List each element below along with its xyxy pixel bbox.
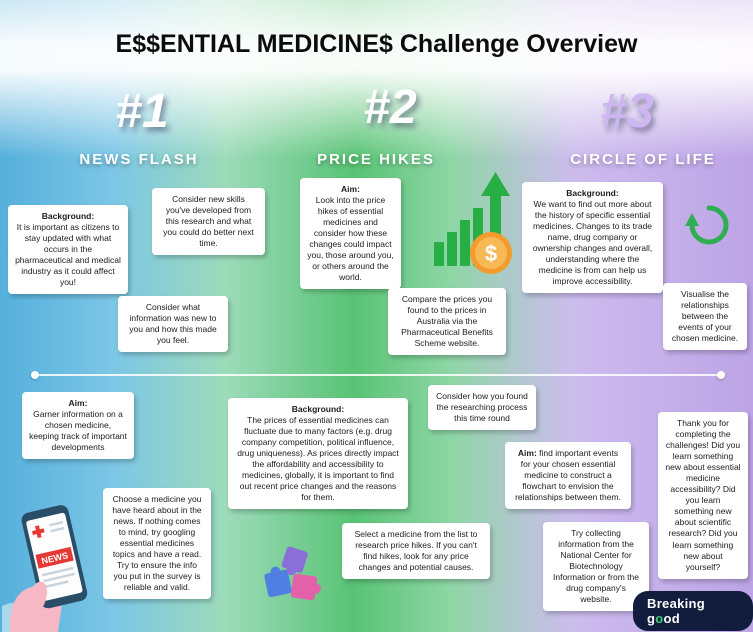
card-prices-select-text: Select a medicine from the list to resea… [354,529,478,573]
logo-accent-o: o [655,611,664,626]
card-circle-collect: Try collecting information from the Nati… [543,522,649,612]
card-prices-background-label: Background: [291,404,345,414]
card-circle-aim: Aim: find important events for your chos… [505,442,631,510]
puzzle-icon [264,546,321,601]
card-news-reflect-text: Consider what information was new to you… [129,302,217,346]
challenge-2-number: #2 [363,81,417,134]
card-prices-aim: Aim:Look into the price hikes of essenti… [300,178,401,290]
card-prices-aim-text: Look into the price hikes of essential m… [307,195,394,283]
card-circle-aim-label: Aim: [517,448,537,458]
logo-text-part2: od [663,611,680,626]
cycle-arrows-icon [685,205,729,245]
card-news-background-label: Background: [41,211,95,221]
card-news-skills: Consider new skills you've developed fro… [152,188,265,256]
card-circle-consider-text: Consider how you found the researching p… [436,391,528,424]
challenge-1-heading: NEWS FLASH [79,151,199,168]
card-circle-thanks: Thank you for completing the challenges!… [658,412,748,579]
challenge-1-number: #1 [115,85,169,138]
card-prices-background-text: The prices of essential medicines can fl… [237,415,399,503]
price-chart-icon: $ [434,172,512,274]
page-title: E$$ENTIAL MEDICINE$ Challenge Overview [115,30,638,58]
breaking-good-logo: Breaking good [633,591,753,631]
card-news-background-text: It is important as citizens to stay upda… [15,222,121,288]
card-circle-background-label: Background: [566,188,619,198]
card-circle-consider: Consider how you found the researching p… [428,385,536,431]
card-circle-visualise: Visualise the relationships between the … [663,283,747,351]
card-prices-background: Background:The prices of essential medic… [228,398,408,510]
coin-dollar-label: $ [485,241,497,266]
card-circle-thanks-text: Thank you for completing the challenges!… [665,418,741,572]
card-news-aim-text: Garner information on a chosen medicine,… [29,409,127,453]
card-prices-compare: Compare the prices you found to the pric… [388,288,506,356]
card-circle-visualise-text: Visualise the relationships between the … [671,289,739,344]
timeline-dot-right [717,371,725,379]
challenge-3-heading: CIRCLE OF LIFE [570,151,716,168]
timeline-line [34,374,722,376]
card-circle-collect-text: Try collecting information from the Nati… [553,528,639,605]
card-prices-aim-label: Aim: [341,184,360,194]
logo-text-part1: Breaking g [647,596,706,626]
card-news-skills-text: Consider new skills you've developed fro… [163,194,254,249]
card-circle-background-text: We want to find out more about the histo… [532,199,653,287]
challenge-3-number: #3 [600,85,654,138]
card-circle-aim-text: find important events for your chosen es… [515,448,621,503]
card-prices-select: Select a medicine from the list to resea… [342,523,490,580]
card-news-background: Background:It is important as citizens t… [8,205,128,295]
card-circle-background: Background:We want to find out more abou… [522,182,663,294]
card-news-aim: Aim:Garner information on a chosen medic… [22,392,134,460]
timeline-dot-left [31,371,39,379]
phone-news-icon: NEWS [2,505,88,632]
challenge-2-heading: PRICE HIKES [317,151,435,168]
card-news-choose-text: Choose a medicine you have heard about i… [112,494,202,593]
card-news-reflect: Consider what information was new to you… [118,296,228,353]
card-prices-compare-text: Compare the prices you found to the pric… [401,294,493,349]
card-news-aim-label: Aim: [68,398,88,408]
card-news-choose: Choose a medicine you have heard about i… [103,488,211,600]
